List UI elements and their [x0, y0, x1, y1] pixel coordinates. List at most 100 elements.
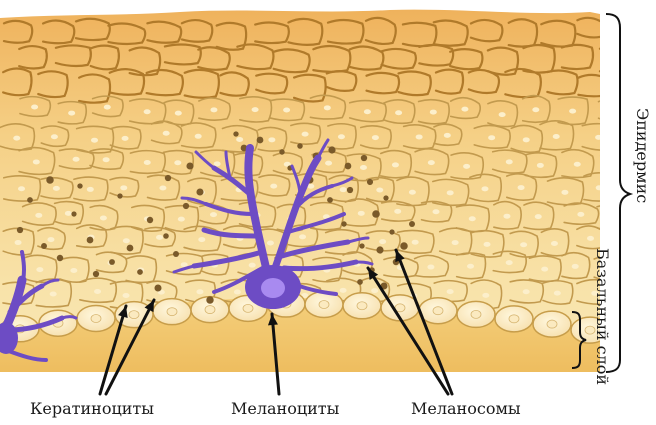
cell-nucleus — [36, 267, 43, 272]
cell-nucleus — [65, 211, 72, 216]
melanosome-dot — [165, 175, 171, 181]
cell-nucleus — [210, 107, 217, 112]
cell-nucleus — [569, 109, 576, 114]
cell-nucleus — [481, 186, 488, 191]
cell-nucleus — [103, 157, 110, 162]
melanosome-dot — [196, 188, 203, 195]
cell-nucleus — [15, 240, 22, 245]
cell-outline — [600, 47, 633, 73]
cell-outline — [599, 99, 627, 121]
cell-nucleus — [520, 242, 527, 247]
melanosome-dot — [71, 211, 76, 216]
cell-nucleus — [91, 138, 98, 143]
cell-nucleus — [503, 214, 510, 219]
cell-outline — [597, 205, 627, 231]
melanosome-dot — [400, 242, 408, 250]
cell-nucleus — [181, 262, 188, 267]
cell-nucleus — [358, 211, 365, 216]
cell-nucleus — [608, 216, 615, 221]
melanosome-dot — [361, 155, 367, 161]
cell-nucleus — [430, 110, 437, 115]
melanosome-dot — [409, 221, 415, 227]
melanosome-dot — [127, 245, 134, 252]
cell-nucleus — [196, 289, 203, 294]
cell-nucleus — [428, 160, 435, 165]
cell-nucleus — [252, 107, 259, 112]
cell-nucleus — [577, 212, 584, 217]
cell-nucleus — [163, 131, 170, 136]
cell-nucleus — [427, 265, 434, 270]
cell-nucleus — [87, 187, 94, 192]
cell-nucleus — [395, 110, 402, 115]
cell-nucleus — [587, 236, 594, 241]
cell-nucleus — [535, 214, 542, 219]
melanosome-dot — [328, 146, 335, 153]
cell-nucleus — [376, 188, 383, 193]
cell-nucleus — [195, 134, 202, 139]
cell-nucleus — [554, 291, 561, 296]
cell-nucleus — [572, 264, 579, 269]
melanosome-dot — [27, 197, 33, 203]
cell-nucleus — [340, 187, 347, 192]
melanosome-dot — [376, 246, 383, 253]
basal-cell-nucleus — [91, 314, 101, 322]
cell-nucleus — [270, 184, 277, 189]
cell-nucleus — [31, 104, 38, 109]
cell-nucleus — [324, 105, 331, 110]
melanosome-dot — [357, 279, 363, 285]
basal-cell-nucleus — [243, 304, 253, 312]
cell-nucleus — [175, 111, 182, 116]
melanosome-dot — [93, 271, 99, 277]
cell-nucleus — [50, 292, 57, 297]
melanosome-dot — [87, 237, 94, 244]
cell-nucleus — [409, 190, 416, 195]
cell-nucleus — [506, 159, 513, 164]
melanosome-dot — [137, 269, 143, 275]
cell-nucleus — [379, 239, 386, 244]
melanosome-dot — [41, 243, 47, 249]
cell-nucleus — [518, 185, 525, 190]
cell-nucleus — [210, 212, 217, 217]
cell-nucleus — [13, 136, 20, 141]
cell-nucleus — [392, 162, 399, 167]
melanosome-dot — [233, 131, 238, 136]
melanosome-dot — [345, 163, 352, 170]
cell-nucleus — [467, 264, 474, 269]
cell-nucleus — [447, 190, 454, 195]
melanosome-dot — [372, 210, 380, 218]
cell-nucleus — [144, 160, 151, 165]
cell-nucleus — [267, 241, 274, 246]
melanosome-dot — [341, 221, 346, 226]
cell-nucleus — [372, 135, 379, 140]
cell-nucleus — [174, 160, 181, 165]
cell-nucleus — [144, 109, 151, 114]
cell-nucleus — [360, 165, 367, 170]
basal-cell-nucleus — [471, 310, 481, 318]
cell-nucleus — [123, 238, 130, 243]
cell-nucleus — [299, 234, 306, 239]
cell-nucleus — [236, 137, 243, 142]
basal-cell-nucleus — [509, 315, 519, 323]
label-epidermis: Эпидермис — [634, 108, 650, 203]
melanosome-dot — [389, 229, 394, 234]
cell-nucleus — [541, 267, 548, 272]
cell-nucleus — [488, 135, 495, 140]
melanosome-dot — [163, 233, 169, 239]
cell-nucleus — [51, 134, 58, 139]
cell-nucleus — [35, 213, 42, 218]
basal-cell-nucleus — [205, 306, 215, 314]
cell-nucleus — [178, 217, 185, 222]
cell-nucleus — [325, 161, 332, 166]
melanosome-dot — [77, 183, 82, 188]
cell-nucleus — [100, 215, 107, 220]
melanosome-dot — [257, 137, 264, 144]
cell-nucleus — [33, 159, 40, 164]
cell-nucleus — [469, 216, 476, 221]
cell-nucleus — [553, 134, 560, 139]
melanosome-dot — [147, 217, 153, 223]
cell-nucleus — [611, 162, 618, 167]
cell-nucleus — [574, 162, 581, 167]
cell-nucleus — [523, 137, 530, 142]
